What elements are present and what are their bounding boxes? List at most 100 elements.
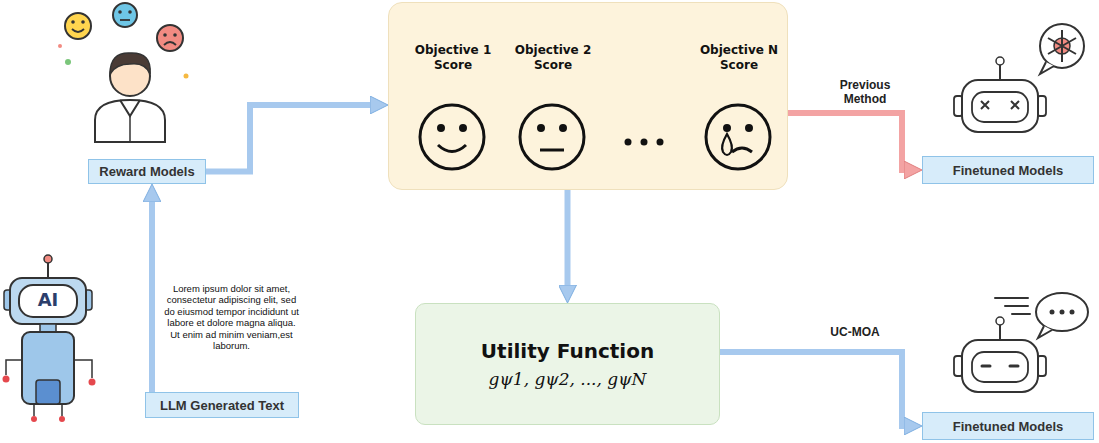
model-box: Finetuned Models — [922, 412, 1094, 440]
talking-robot — [954, 293, 1088, 392]
neutral-face — [520, 105, 584, 169]
happy-emoji-part — [65, 13, 91, 39]
talking-robot-part — [996, 317, 1004, 325]
objective-label: Objective 1 Score — [403, 43, 503, 73]
utility-title: Utility Function — [481, 339, 654, 363]
talking-robot-part — [962, 340, 1038, 392]
edge-label: Previous Method — [830, 78, 900, 107]
crying-face-part — [725, 126, 730, 131]
crying-face-part — [706, 105, 770, 169]
ellipsis-dots-part — [625, 139, 632, 146]
crying-face-part — [747, 126, 752, 131]
ai-robot-part — [47, 262, 49, 278]
box-label: LLM Generated Text — [160, 398, 284, 413]
neutral-face-part — [540, 149, 564, 152]
flow-arrow — [565, 190, 571, 289]
ai-robot-part — [22, 332, 74, 404]
happy-face-part — [439, 126, 444, 131]
ai-robot-part — [89, 379, 96, 386]
neutral-emoji-part — [113, 3, 137, 27]
sparkles-part — [184, 74, 189, 79]
neutral-emoji-part — [128, 10, 132, 14]
talking-robot-part — [1038, 326, 1052, 338]
objective-label: Objective N Score — [689, 43, 789, 73]
ai-robot-part — [36, 380, 60, 404]
box-label: Finetuned Models — [953, 163, 1064, 178]
ai-robot-part — [31, 416, 37, 422]
objective-panel: Objective 1 ScoreObjective 2 Score Object… — [388, 2, 788, 190]
box-label: Reward Models — [99, 164, 194, 179]
ellipsis-dots-part — [657, 139, 664, 146]
neutral-face-part — [561, 126, 566, 131]
box-label: Finetuned Models — [953, 419, 1064, 434]
robot-chest-text: AI — [22, 290, 74, 311]
sample-text: Lorem ipsum dolor sit amet, consectetur … — [163, 283, 300, 351]
ai-robot-part — [44, 255, 52, 263]
objective-label: Objective 2 Score — [503, 43, 603, 73]
sparkles — [58, 44, 189, 79]
utility-box: Utility Function gψ1, gψ2, ..., gψN — [415, 303, 720, 425]
talking-robot-part — [1060, 310, 1065, 315]
neutral-emoji-part — [120, 19, 130, 21]
happy-face-part — [461, 126, 466, 131]
ai-robot-part — [59, 416, 65, 422]
person-figure — [95, 53, 165, 142]
talking-robot-part — [982, 365, 1018, 368]
happy-emoji-part — [72, 29, 84, 32]
ai-robot-part — [40, 324, 56, 332]
broken-robot-part — [981, 101, 1019, 109]
sad-emoji — [157, 25, 183, 51]
flow-arrow — [720, 352, 908, 426]
broken-robot-part — [1040, 24, 1084, 68]
person-figure-part — [95, 100, 165, 142]
sad-emoji-part — [164, 42, 176, 45]
model-box: LLM Generated Text — [145, 392, 299, 418]
happy-face — [420, 105, 484, 169]
ai-robot-part — [3, 376, 10, 383]
neutral-emoji-part — [118, 10, 122, 14]
sad-emoji-part — [173, 33, 177, 37]
crying-face-part — [732, 148, 752, 152]
happy-emoji — [65, 13, 91, 39]
flow-arrow — [788, 113, 908, 170]
person-figure-part — [129, 116, 131, 142]
talking-robot-part — [995, 298, 1030, 314]
talking-robot-part — [972, 352, 1028, 382]
person-figure-part — [120, 100, 140, 116]
broken-robot-part — [1048, 30, 1076, 62]
ai-robot-part — [19, 285, 77, 317]
crying-face — [706, 105, 770, 169]
flow-arrow — [149, 198, 155, 392]
talking-robot-part — [999, 324, 1001, 340]
broken-robot-part — [972, 92, 1028, 122]
sad-emoji-part — [163, 33, 167, 37]
neutral-face-part — [539, 126, 544, 131]
ellipsis-dots-part — [641, 139, 648, 146]
sad-emoji-part — [157, 25, 183, 51]
happy-emoji-part — [81, 20, 85, 24]
happy-emoji-part — [71, 20, 75, 24]
broken-robot — [954, 24, 1084, 132]
edge-label: UC-MOA — [820, 325, 890, 339]
ellipsis-dots — [625, 139, 664, 146]
model-box: Reward Models — [88, 159, 206, 184]
utility-formula: gψ1, gψ2, ..., gψN — [489, 369, 647, 389]
neutral-emoji — [113, 3, 137, 27]
broken-robot-part — [999, 64, 1001, 80]
ai-robot-part — [6, 360, 92, 416]
person-figure-part — [110, 53, 150, 74]
happy-face-part — [438, 145, 466, 152]
crying-face-part — [722, 134, 732, 155]
sparkles-part — [58, 44, 62, 48]
broken-robot-part — [1040, 62, 1054, 74]
ai-robot-part — [10, 278, 86, 324]
happy-face-part — [420, 105, 484, 169]
neutral-face-part — [520, 105, 584, 169]
talking-robot-part — [1070, 310, 1075, 315]
talking-robot-part — [1036, 293, 1088, 331]
broken-robot-part — [962, 80, 1038, 132]
flow-arrow — [206, 105, 374, 172]
broken-robot-part — [996, 57, 1004, 65]
